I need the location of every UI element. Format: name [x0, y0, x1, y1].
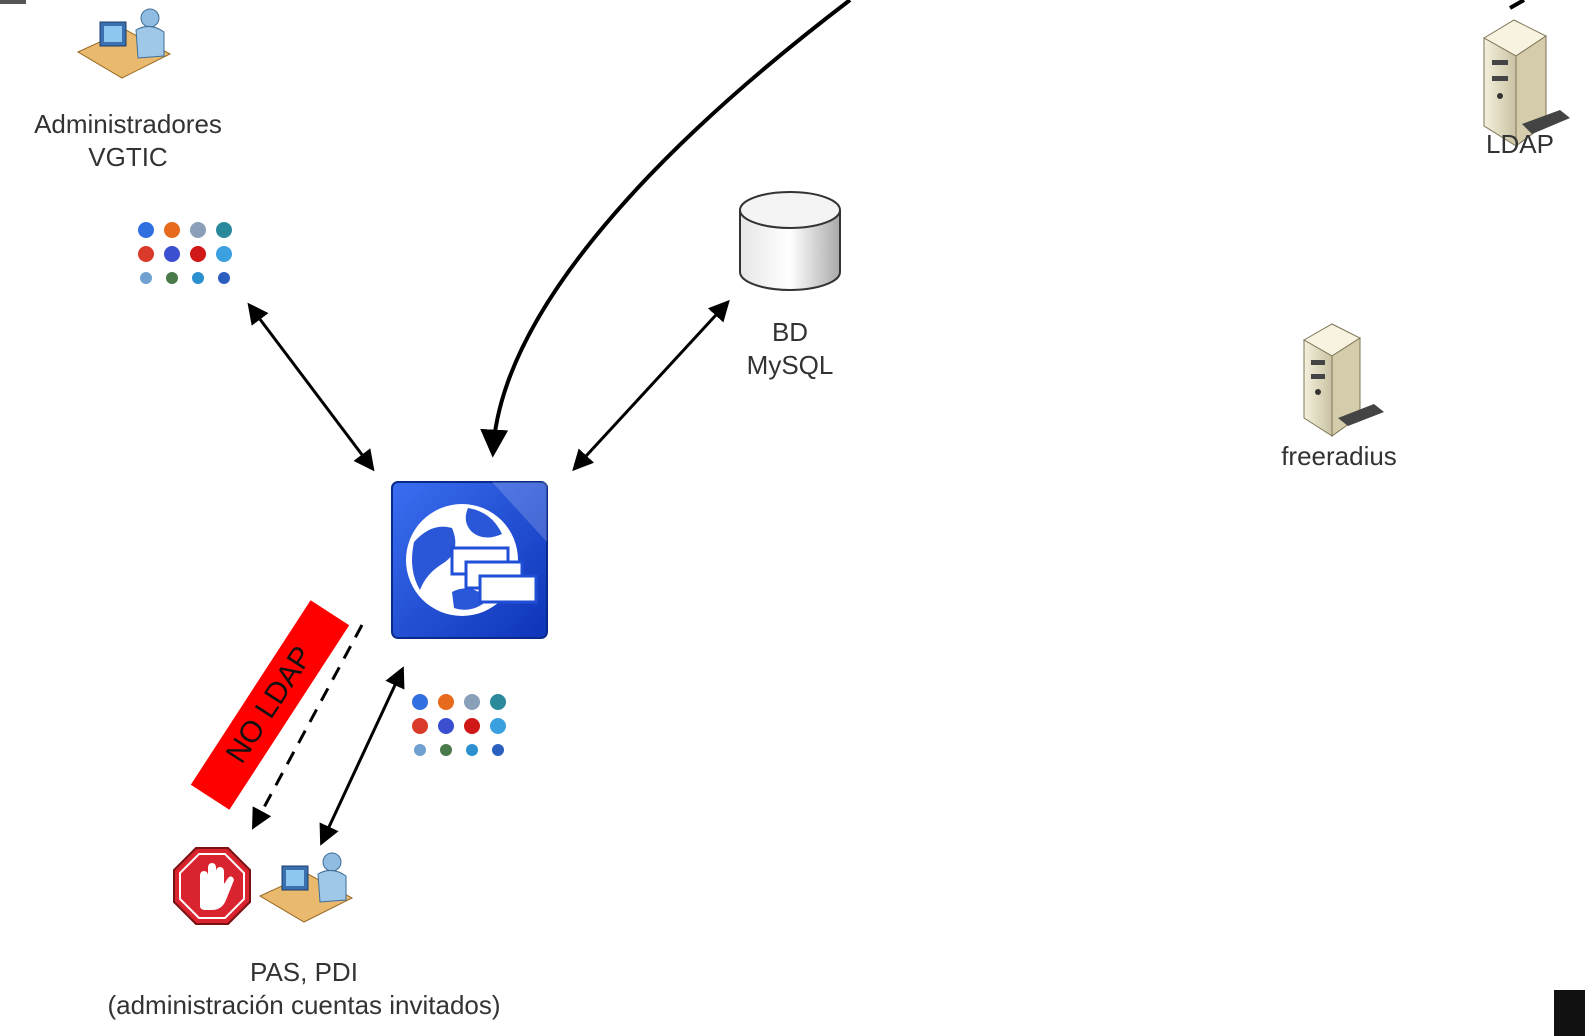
database-cylinder-icon	[739, 191, 841, 291]
browser-logo-icon	[190, 246, 206, 262]
browser-logo-icon	[216, 246, 232, 262]
browsers-grid-icon	[138, 222, 232, 284]
ldap-label: LDAP	[1486, 129, 1554, 159]
browser-logo-icon	[164, 246, 180, 262]
browser-logo-icon	[138, 222, 154, 238]
browser-logo-icon	[216, 222, 232, 238]
arrow-top-curve	[480, 0, 852, 458]
browser-logo-icon	[192, 272, 204, 284]
browser-logo-icon	[140, 272, 152, 284]
pas-pdi-label-line2: (administración cuentas invitados)	[107, 990, 501, 1020]
browser-logo-icon	[218, 272, 230, 284]
arrow-mysql-webapp	[572, 299, 730, 472]
browser-logo-icon	[414, 744, 426, 756]
browser-logo-icon	[412, 718, 428, 734]
browser-logo-icon	[440, 744, 452, 756]
web-application-icon	[391, 481, 548, 639]
browser-logo-icon	[490, 718, 506, 734]
ldap-server-icon	[1483, 19, 1570, 147]
browser-logo-icon	[464, 718, 480, 734]
browsers-grid-icon	[412, 694, 506, 756]
mysql-label-line1: BD	[771, 317, 809, 347]
guest-admin-user-icon	[258, 852, 354, 923]
admins-label-line2: VGTIC	[88, 142, 168, 172]
admins-label-line1: Administradores	[34, 109, 222, 139]
mysql-label-line2: MySQL	[746, 350, 834, 380]
arrow-admins-webapp	[247, 302, 375, 472]
browser-logo-icon	[412, 694, 428, 710]
browser-logo-icon	[466, 744, 478, 756]
stop-hand-icon	[173, 847, 251, 925]
browser-logo-icon	[438, 718, 454, 734]
browser-logo-icon	[138, 246, 154, 262]
admin-user-computer-icon	[76, 8, 172, 79]
browser-logo-icon	[438, 694, 454, 710]
freeradius-server-icon	[1302, 323, 1384, 437]
browser-logo-icon	[164, 222, 180, 238]
pas-pdi-label: PAS, PDI (administración cuentas invitad…	[52, 956, 556, 1022]
browser-logo-icon	[190, 222, 206, 238]
mysql-label: BD MySQL	[720, 316, 860, 382]
browser-logo-icon	[166, 272, 178, 284]
admins-label: Administradores VGTIC	[10, 108, 246, 174]
browser-logo-icon	[490, 694, 506, 710]
browser-logo-icon	[492, 744, 504, 756]
browser-logo-icon	[464, 694, 480, 710]
arrow-ldap-top	[1509, 0, 1525, 10]
pas-pdi-label-line1: PAS, PDI	[250, 957, 358, 987]
arrow-webapp-pas	[319, 666, 405, 846]
freeradius-label: freeradius	[1281, 441, 1397, 471]
